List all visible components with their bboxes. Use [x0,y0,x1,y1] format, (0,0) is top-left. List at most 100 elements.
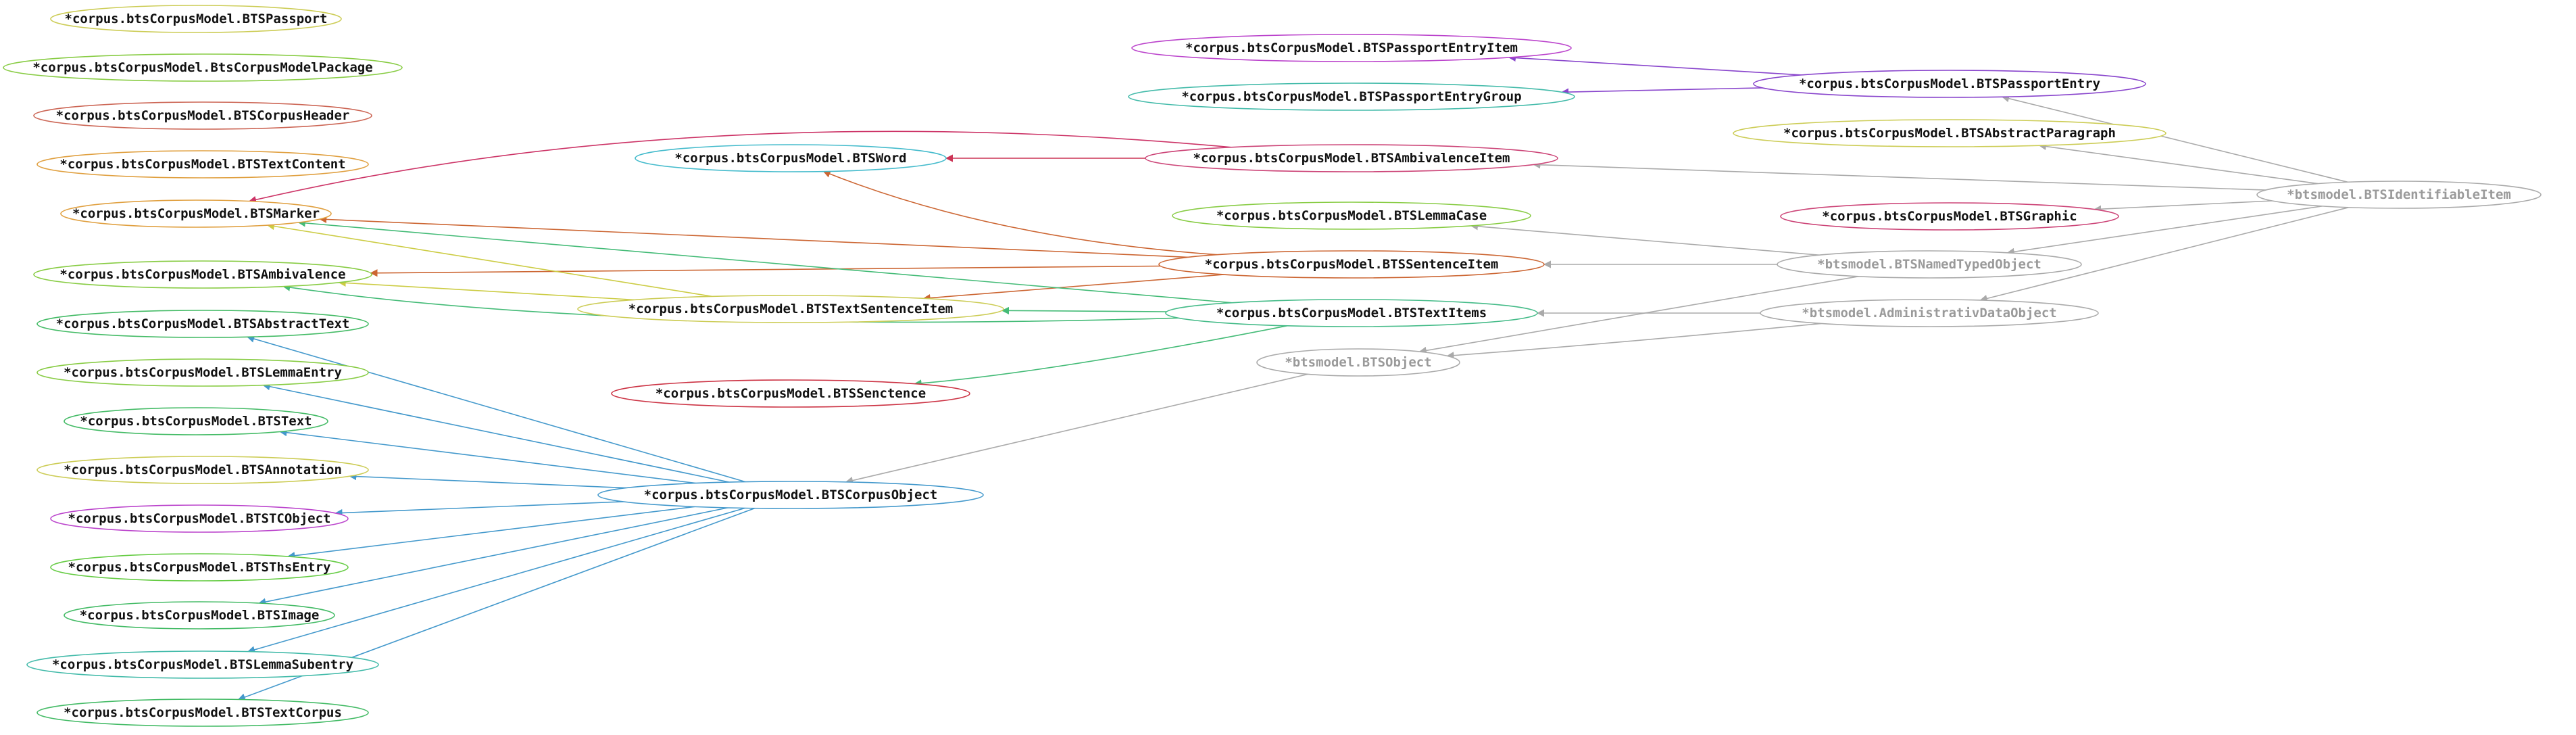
node-label: *corpus.btsCorpusModel.BTSText [80,414,312,429]
node-label: *corpus.btsCorpusModel.BTSPassport [65,11,328,26]
node-textitems[interactable]: *corpus.btsCorpusModel.BTSTextItems [1165,299,1538,327]
node-graphic[interactable]: *corpus.btsCorpusModel.BTSGraphic [1780,202,2119,231]
node-label: *corpus.btsCorpusModel.BTSAnnotation [64,463,342,477]
node-lemmacase[interactable]: *corpus.btsCorpusModel.BTSLemmaCase [1172,201,1531,230]
node-namedtypedobject[interactable]: *btsmodel.BTSNamedTypedObject [1777,250,2082,279]
node-outline [597,481,984,509]
node-corpusheader[interactable]: *corpus.btsCorpusModel.BTSCorpusHeader [33,101,372,130]
edge-textitems-to-marker [297,219,1232,304]
node-textcorpus[interactable]: *corpus.btsCorpusModel.BTSTextCorpus [36,698,369,727]
node-label: *corpus.btsCorpusModel.BTSPassportEntry [1799,76,2100,91]
node-label: *btsmodel.BTSObject [1285,355,1431,370]
node-label: *btsmodel.BTSIdentifiableItem [2287,187,2511,202]
node-label: *corpus.btsCorpusModel.BTSGraphic [1822,209,2077,224]
node-label: *corpus.btsCorpusModel.BTSCorpusObject [644,488,938,502]
node-label: *corpus.btsCorpusModel.BTSSenctence [655,386,926,401]
edge-textsentenceitem-to-marker [266,222,713,298]
node-label: *corpus.btsCorpusModel.BTSPassportEntryG… [1181,89,1521,104]
node-image[interactable]: *corpus.btsCorpusModel.BTSImage [64,601,335,630]
edge-corpusobject-to-annotation [349,473,626,489]
node-outline [33,260,372,289]
node-label: *corpus.btsCorpusModel.BTSLemmaCase [1216,208,1487,223]
node-outline [64,407,328,435]
node-annotation[interactable]: *corpus.btsCorpusModel.BTSAnnotation [36,456,369,484]
node-outline [36,358,369,387]
edge-corpusobject-to-lemmaentry [262,383,730,483]
node-label: *corpus.btsCorpusModel.BtsCorpusModelPac… [32,60,372,75]
node-outline [1256,348,1460,377]
node-textcontent[interactable]: *corpus.btsCorpusModel.BTSTextContent [36,150,369,179]
node-label: *corpus.btsCorpusModel.BTSThsEntry [68,560,331,575]
node-label: *corpus.btsCorpusModel.BTSWord [674,151,906,166]
node-ambivalenceitem[interactable]: *corpus.btsCorpusModel.BTSAmbivalenceIte… [1145,144,1558,172]
node-abstracttext[interactable]: *corpus.btsCorpusModel.BTSAbstractText [36,310,369,338]
edge-identifiableitem-to-administrativdataobject [1979,206,2349,302]
node-passportentryitem[interactable]: *corpus.btsCorpusModel.BTSPassportEntryI… [1131,34,1572,62]
node-outline [36,698,369,727]
node-outline [36,310,369,338]
edge-passportentry-to-passportentryitem [1508,53,1802,76]
node-outline [1172,201,1531,230]
node-label: *corpus.btsCorpusModel.BTSAmbivalenceIte… [1193,151,1510,166]
node-senctence[interactable]: *corpus.btsCorpusModel.BTSSenctence [611,379,970,408]
node-outline [64,601,335,630]
node-outline [3,53,403,82]
node-administrativdataobject[interactable]: *btsmodel.AdministrativDataObject [1760,299,2099,327]
edge-sentenceitem-to-marker [319,215,1189,258]
edge-namedtypedobject-to-btsobject [1418,275,1859,354]
edge-identifiableitem-to-abstractparagraph [2038,143,2319,185]
node-outline [33,101,372,130]
node-outline [1158,250,1545,279]
node-outline [60,199,332,228]
node-textsentenceitem[interactable]: *corpus.btsCorpusModel.BTSTextSentenceIt… [577,295,1004,323]
node-marker[interactable]: *corpus.btsCorpusModel.BTSMarker [60,199,332,228]
node-outline [50,553,349,582]
node-passportentry[interactable]: *corpus.btsCorpusModel.BTSPassportEntry [1753,70,2146,98]
node-lemmasubentry[interactable]: *corpus.btsCorpusModel.BTSLemmaSubentry [26,650,379,679]
node-thsentry[interactable]: *corpus.btsCorpusModel.BTSThsEntry [50,553,349,582]
edge-corpusobject-to-thsentry [287,506,695,560]
node-word[interactable]: *corpus.btsCorpusModel.BTSWord [635,144,947,172]
node-outline [1780,202,2119,231]
node-outline [36,150,369,179]
node-label: *btsmodel.BTSNamedTypedObject [1817,257,2041,272]
node-layer: *corpus.btsCorpusModel.BTSPassport *corpu… [3,5,2542,727]
edge-corpusobject-to-tcobject [335,501,624,517]
node-abstractparagraph[interactable]: *corpus.btsCorpusModel.BTSAbstractParagr… [1733,119,2166,147]
node-label: *corpus.btsCorpusModel.BTSTCObject [68,511,331,526]
node-label: *corpus.btsCorpusModel.BTSPassportEntryI… [1185,41,1518,55]
node-label: *corpus.btsCorpusModel.BTSTextCorpus [64,705,342,720]
node-text[interactable]: *corpus.btsCorpusModel.BTSText [64,407,328,435]
edge-identifiableitem-to-passportentry [2002,95,2348,183]
node-label: *corpus.btsCorpusModel.BTSAbstractText [56,316,350,331]
edge-passportentry-to-passportentrygroup [1560,87,1763,96]
node-ambivalence[interactable]: *corpus.btsCorpusModel.BTSAmbivalence [33,260,372,289]
node-sentenceitem[interactable]: *corpus.btsCorpusModel.BTSSentenceItem [1158,250,1545,279]
node-outline [1753,70,2146,98]
node-passport[interactable]: *corpus.btsCorpusModel.BTSPassport [50,5,342,33]
edge-btsobject-to-corpusobject [845,373,1308,484]
node-outline [50,5,342,33]
node-label: *corpus.btsCorpusModel.BTSLemmaSubentry [52,657,353,672]
node-outline [1128,82,1575,111]
node-label: *corpus.btsCorpusModel.BTSLemmaEntry [64,365,342,380]
node-outline [50,504,349,533]
node-label: *corpus.btsCorpusModel.BTSMarker [72,206,320,221]
node-passportentrygroup[interactable]: *corpus.btsCorpusModel.BTSPassportEntryG… [1128,82,1575,111]
node-package[interactable]: *corpus.btsCorpusModel.BtsCorpusModelPac… [3,53,403,82]
node-identifiableitem[interactable]: *btsmodel.BTSIdentifiableItem [2256,181,2542,209]
edge-corpusobject-to-image [258,507,728,606]
edge-textitems-to-senctence [914,325,1287,387]
node-btsobject[interactable]: *btsmodel.BTSObject [1256,348,1460,377]
node-label: *corpus.btsCorpusModel.BTSTextItems [1216,306,1487,321]
node-tcobject[interactable]: *corpus.btsCorpusModel.BTSTCObject [50,504,349,533]
node-lemmaentry[interactable]: *corpus.btsCorpusModel.BTSLemmaEntry [36,358,369,387]
edge-layer [237,53,2349,701]
edge-textitems-to-textsentenceitem [1001,306,1167,314]
edge-sentenceitem-to-ambivalence [370,265,1161,277]
node-corpusobject[interactable]: *corpus.btsCorpusModel.BTSCorpusObject [597,481,984,509]
node-label: *corpus.btsCorpusModel.BTSAmbivalence [59,267,345,282]
node-label: *corpus.btsCorpusModel.BTSTextSentenceIt… [628,302,953,316]
node-outline [611,379,970,408]
